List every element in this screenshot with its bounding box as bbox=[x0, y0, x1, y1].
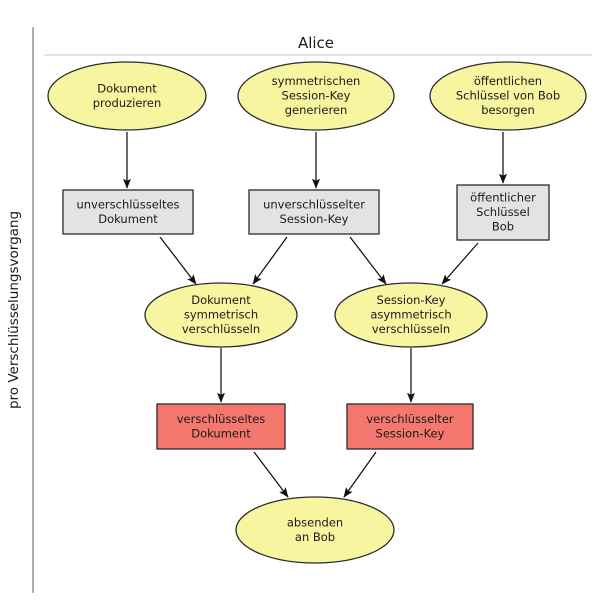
node-label-line: Session-Key bbox=[377, 293, 446, 307]
swimlane-title-alice: Alice bbox=[298, 34, 334, 52]
swimlane-dividers bbox=[32, 27, 592, 593]
node-label-line: Dokument bbox=[97, 81, 157, 95]
edge-verschluesselter-session-key-to-absenden bbox=[343, 451, 377, 498]
node-label-line: verschlüsseln bbox=[182, 322, 260, 336]
node-label-line: unverschlüsselter bbox=[263, 197, 365, 211]
node-label-line: verschlüsseln bbox=[372, 322, 450, 336]
node-shape-ellipse bbox=[47, 61, 207, 131]
node-label-line: Session-Key bbox=[280, 212, 349, 226]
node-label-line: Session-Key bbox=[376, 426, 445, 440]
node-label-line: Schlüssel von Bob bbox=[456, 89, 560, 103]
node-label-line: verschlüsselter bbox=[366, 412, 454, 426]
node-label-line: öffentlichen bbox=[474, 74, 542, 88]
node-label-line: Dokument bbox=[191, 426, 251, 440]
node-label-line: an Bob bbox=[295, 530, 335, 544]
node-label-line: verschlüsseltes bbox=[177, 412, 266, 426]
node-label-line: besorgen bbox=[481, 103, 535, 117]
node-label-line: öffentlicher bbox=[470, 191, 536, 205]
edge-unverschluesselter-session-key-to-symmetrisch bbox=[252, 236, 288, 285]
node-label-line: produzieren bbox=[93, 96, 162, 110]
edge-unverschluesseltes-dokument-to-symmetrisch bbox=[159, 236, 197, 285]
edge-unverschluesselter-session-key-to-asymmetrisch bbox=[349, 236, 387, 285]
edge-oeffentlicher-schluessel-to-asymmetrisch bbox=[441, 242, 479, 285]
edge-verschluesseltes-dokument-to-absenden bbox=[253, 451, 289, 498]
node-label-line: asymmetrisch bbox=[370, 308, 451, 322]
node-label-line: absenden bbox=[287, 515, 343, 529]
node-shape-ellipse bbox=[334, 282, 488, 348]
node-shape-rect bbox=[346, 403, 474, 450]
flow-nodes: DokumentproduzierensymmetrischenSession-… bbox=[47, 61, 587, 564]
node-label-line: Schlüssel bbox=[476, 205, 530, 219]
node-shape-rect bbox=[456, 184, 550, 241]
node-label-line: Bob bbox=[492, 220, 514, 234]
node-label-line: Dokument bbox=[98, 212, 158, 226]
node-shape-rect bbox=[62, 189, 194, 235]
node-label-line: symmetrischen bbox=[272, 74, 361, 88]
node-shape-ellipse bbox=[237, 61, 395, 131]
node-shape-ellipse bbox=[144, 282, 298, 348]
node-label-line: Dokument bbox=[191, 293, 251, 307]
node-shape-ellipse bbox=[235, 496, 395, 564]
node-label-line: generieren bbox=[285, 103, 348, 117]
node-shape-ellipse bbox=[429, 61, 587, 131]
flow-arrows bbox=[123, 132, 508, 498]
node-shape-rect bbox=[248, 189, 380, 235]
node-label-line: Session-Key bbox=[282, 89, 351, 103]
node-label-line: symmetrisch bbox=[184, 308, 258, 322]
node-label-line: unverschlüsseltes bbox=[76, 197, 179, 211]
node-shape-rect bbox=[156, 403, 286, 450]
lane-label-pro-verschluesselungsvorgang: pro Verschlüsselungsvorgang bbox=[6, 211, 22, 409]
